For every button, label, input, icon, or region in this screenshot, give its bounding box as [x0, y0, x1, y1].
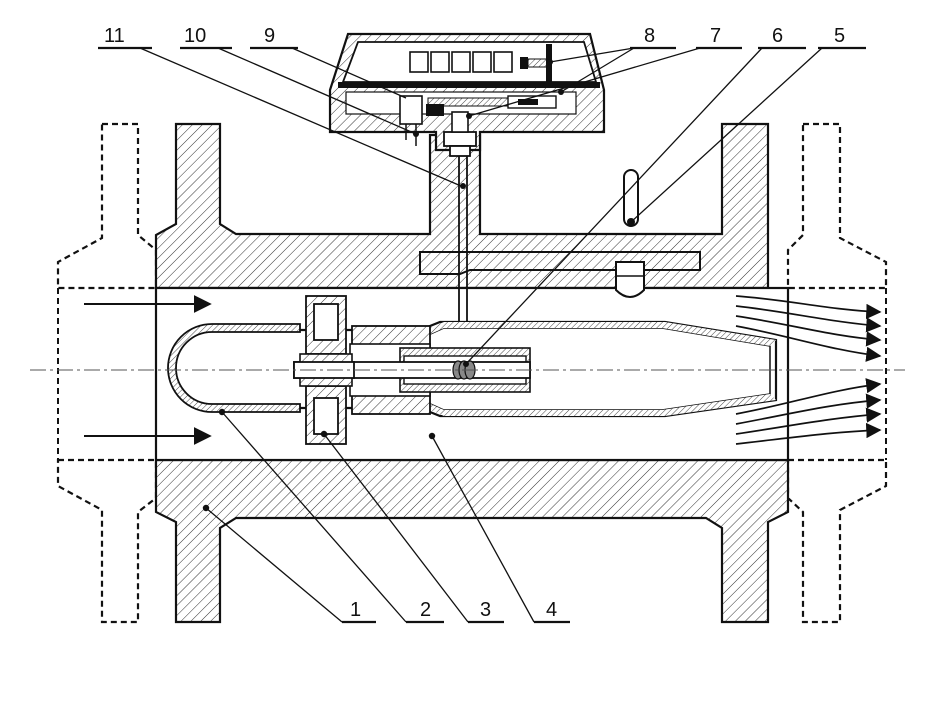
body-upper [154, 122, 770, 290]
u-deflector [167, 323, 301, 413]
callout-5: 5 [834, 25, 845, 47]
callout-4: 4 [546, 599, 557, 621]
body-lower [154, 458, 790, 624]
plug [615, 261, 645, 298]
right-mating-flange-lower [786, 458, 888, 624]
callout-3: 3 [480, 599, 491, 621]
leader-lines-bottom [202, 408, 570, 624]
left-mating-flange-lower [56, 458, 158, 624]
callout-6: 6 [772, 25, 783, 47]
callout-1: 1 [350, 599, 361, 621]
lcd-display [409, 51, 513, 73]
leader-lines [98, 46, 866, 365]
callout-8: 8 [644, 25, 655, 47]
callout-7: 7 [710, 25, 721, 47]
callout-2: 2 [420, 599, 431, 621]
callout-11: 11 [104, 25, 125, 47]
outlet-arrows [735, 295, 882, 445]
left-mating-flange [56, 122, 158, 290]
callout-10: 10 [184, 25, 206, 47]
callout-9: 9 [264, 25, 275, 47]
right-mating-flange [786, 122, 888, 290]
